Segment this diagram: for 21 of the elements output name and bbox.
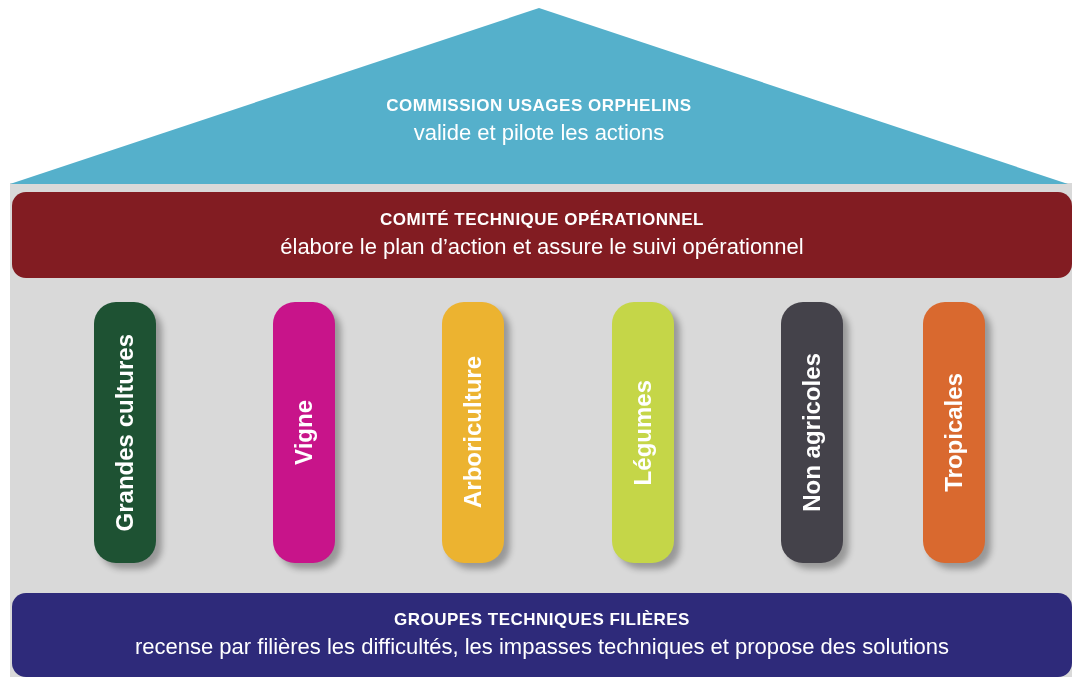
- body-text: valide et pilote les actions: [413, 120, 665, 146]
- pillar-label: Vigne: [290, 400, 318, 465]
- pillar: [273, 302, 335, 563]
- heading-text: COMMISSION USAGES ORPHELINS: [386, 96, 692, 116]
- roof-triangle: [10, 8, 1068, 184]
- pillar-label: Tropicales: [940, 373, 968, 492]
- pillar-label: Légumes: [629, 379, 657, 486]
- pillar: [612, 302, 674, 563]
- heading-text: GROUPES TECHNIQUES FILIÈRES: [394, 610, 690, 630]
- body-text: élabore le plan d’action et assure le suivi opérationnel: [280, 234, 804, 260]
- pillar-label: Grandes cultures: [111, 333, 139, 532]
- pillar-label: Arboriculture: [459, 356, 487, 509]
- pillar: [781, 302, 843, 563]
- heading-text: COMITÉ TECHNIQUE OPÉRATIONNEL: [380, 210, 704, 230]
- pillar: [923, 302, 985, 563]
- body-text: recense par filières les difficultés, les impasses techniques et propose des solutions: [135, 634, 949, 660]
- pillar: [94, 302, 156, 563]
- pillar-label: Non agricoles: [798, 353, 826, 512]
- pillar: [442, 302, 504, 563]
- banner: [12, 192, 1072, 278]
- banner: [12, 593, 1072, 677]
